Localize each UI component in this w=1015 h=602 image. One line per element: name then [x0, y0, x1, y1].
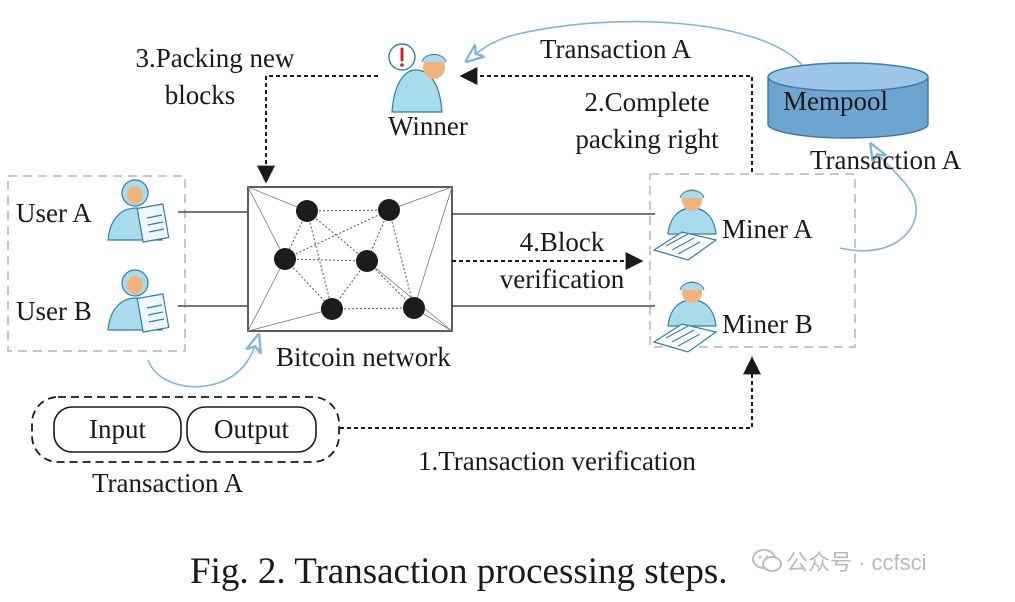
miner-at-desk-icon: [652, 189, 718, 261]
step2-label: 2.Complete packing right: [552, 84, 742, 158]
mempool-label: Mempool: [783, 86, 888, 116]
step3-line1: 3.Packing new: [135, 43, 295, 73]
step4-line1: 4.Block: [519, 227, 605, 257]
user-a-label: User A: [16, 198, 92, 228]
users-frame: [7, 175, 186, 352]
step4-label: 4.Block verification: [478, 224, 646, 298]
miners-frame: [649, 173, 856, 348]
curve-miner-to-mempool: [839, 146, 917, 252]
step4-line2: verification: [499, 264, 625, 294]
input-field-box: [53, 406, 182, 453]
arrow-transaction-verification: [340, 356, 761, 429]
bitcoin-network-graph: [247, 186, 453, 332]
step2-line1: 2.Complete: [584, 87, 710, 117]
user-with-document-icon: [107, 269, 170, 333]
user-b-label: User B: [16, 296, 92, 326]
transaction-top-label: Transaction A: [540, 34, 692, 64]
watermark-text: 公众号 · ccfsci: [786, 550, 927, 575]
user-with-document-icon: [107, 179, 170, 243]
arrow-complete-packing: [459, 67, 753, 172]
curve-mempool-to-winner: [468, 20, 807, 71]
database-cylinder-icon: [767, 62, 929, 139]
output-label: Output: [213, 414, 289, 444]
step1-label: 1.Transaction verification: [418, 446, 696, 476]
miner-a-label: Miner A: [722, 214, 813, 244]
transaction-box: [31, 396, 340, 463]
output-field-box: [186, 406, 317, 453]
winner-label: Winner: [388, 111, 468, 141]
wechat-icon: [752, 549, 782, 572]
transaction-right-label: Transaction A: [810, 145, 962, 175]
miner-at-desk-icon: [652, 281, 718, 353]
step3-line2: blocks: [164, 80, 236, 110]
input-label: Input: [89, 414, 146, 444]
bitcoin-network-label: Bitcoin network: [276, 342, 451, 372]
winner-alert-icon: [388, 43, 447, 113]
curve-user-to-network: [147, 337, 258, 388]
transaction-bottom-label: Transaction A: [92, 468, 244, 498]
step3-label: 3.Packing new blocks: [110, 40, 320, 114]
figure-caption: Fig. 2. Transaction processing steps.: [190, 551, 728, 592]
arrow-packing-new-blocks: [257, 75, 378, 184]
miner-b-label: Miner B: [722, 309, 813, 339]
step2-line2: packing right: [575, 124, 719, 154]
